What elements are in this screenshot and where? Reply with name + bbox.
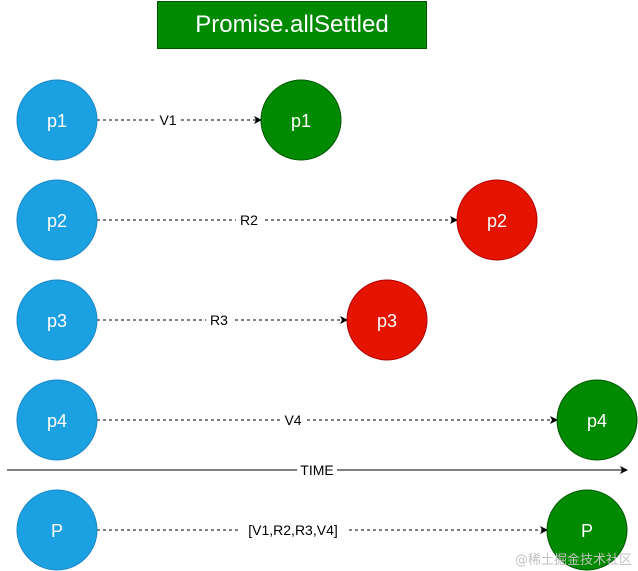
- result-row-edge-label: [V1,R2,R3,V4]: [248, 522, 338, 538]
- row-4-edge-label-bg: [280, 412, 306, 428]
- result-row-source-node: [16, 489, 98, 571]
- row-1-target-label: p1: [291, 111, 311, 131]
- watermark-text: @稀土掘金技术社区: [514, 553, 632, 568]
- row-1: V1 p1 p1: [16, 79, 342, 161]
- row-1-edge-label: V1: [159, 112, 176, 128]
- row-3: R3 p3 p3: [16, 279, 428, 361]
- diagram-title: Promise.allSettled: [157, 1, 427, 49]
- row-3-edge-label: R3: [210, 312, 228, 328]
- row-4-edge-label: V4: [284, 412, 301, 428]
- row-2-source-label: p2: [47, 211, 67, 231]
- row-2-edge-label: R2: [240, 212, 258, 228]
- result-row-edge-label-bg: [240, 522, 346, 538]
- row-1-target-node: [260, 79, 342, 161]
- row-4: V4 p4 p4: [16, 379, 638, 461]
- row-2-edge-label-bg: [236, 212, 262, 228]
- row-2-target-label: p2: [487, 211, 507, 231]
- row-1-source-label: p1: [47, 111, 67, 131]
- row-4-target-label: p4: [587, 411, 607, 431]
- row-3-source-node: [16, 279, 98, 361]
- row-4-source-label: p4: [47, 411, 67, 431]
- result-row: [V1,R2,R3,V4] P P: [16, 489, 628, 571]
- time-axis-label-bg: [297, 462, 337, 478]
- row-2-target-node: [456, 179, 538, 261]
- row-4-source-node: [16, 379, 98, 461]
- result-row-target-node: [546, 489, 628, 571]
- row-3-source-label: p3: [47, 311, 67, 331]
- row-4-target-node: [556, 379, 638, 461]
- time-axis-label: TIME: [300, 462, 333, 478]
- row-1-edge-label-bg: [156, 112, 180, 128]
- row-3-target-label: p3: [377, 311, 397, 331]
- result-row-source-label: P: [51, 521, 63, 541]
- row-2-source-node: [16, 179, 98, 261]
- row-2: R2 p2 p2: [16, 179, 538, 261]
- row-3-edge-label-bg: [206, 312, 232, 328]
- row-3-target-node: [346, 279, 428, 361]
- result-row-target-label: P: [581, 521, 593, 541]
- time-axis: TIME: [7, 462, 628, 478]
- row-1-source-node: [16, 79, 98, 161]
